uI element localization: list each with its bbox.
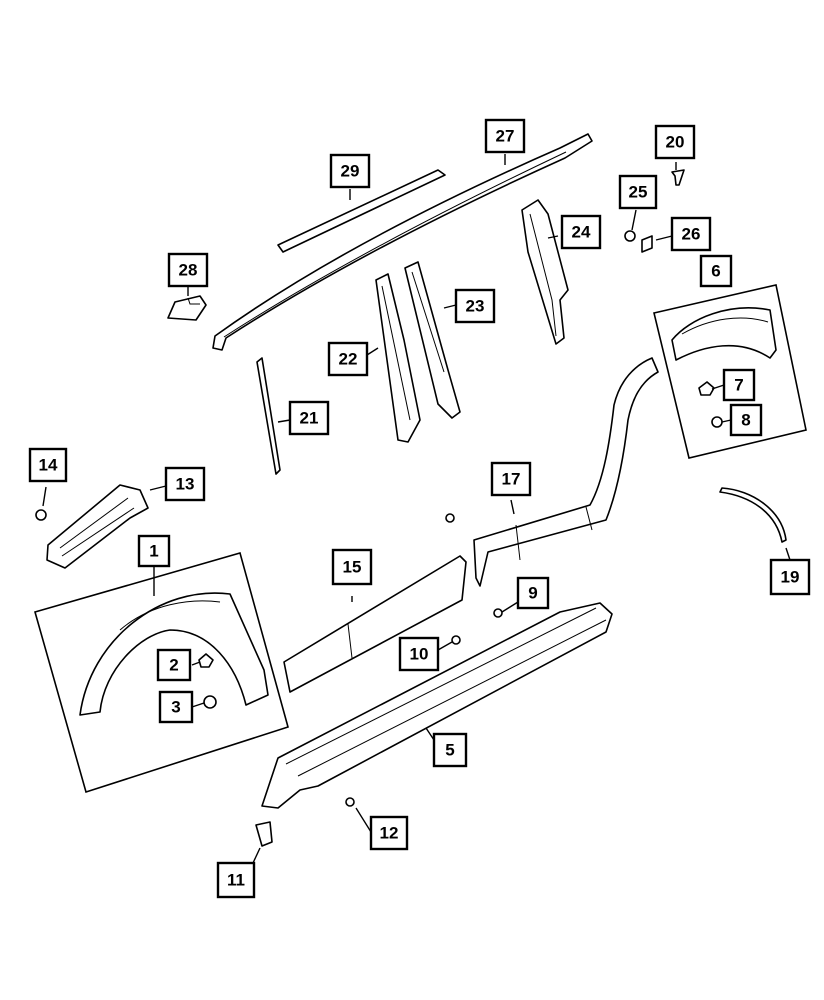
svg-text:12: 12: [380, 824, 399, 843]
callout-22: 22: [327, 341, 369, 377]
windshield-molding: [256, 357, 281, 475]
push-pin-8: [711, 416, 723, 428]
callout-9: 9: [516, 576, 550, 610]
callout-27: 27: [484, 118, 526, 154]
callout-2: 2: [156, 648, 192, 682]
svg-text:26: 26: [682, 225, 701, 244]
callout-25: 25: [618, 174, 658, 210]
callout-15: 15: [331, 548, 373, 586]
svg-text:1: 1: [149, 542, 158, 561]
svg-text:5: 5: [445, 741, 454, 760]
callout-29: 29: [329, 153, 371, 189]
svg-text:6: 6: [711, 262, 720, 281]
callout-8: 8: [729, 403, 763, 437]
callout-6: 6: [699, 254, 733, 288]
nut-7: [698, 381, 715, 396]
svg-text:9: 9: [528, 584, 537, 603]
svg-text:21: 21: [300, 409, 319, 428]
callout-5: 5: [432, 732, 468, 768]
callout-11: 11: [216, 861, 256, 899]
svg-text:7: 7: [734, 376, 743, 395]
roof-rail-end-cap: [167, 295, 207, 321]
callout-10: 10: [398, 636, 440, 672]
callout-23: 23: [454, 288, 496, 324]
leader-lines: [42, 154, 791, 864]
front-bracket: [46, 484, 149, 569]
screw-25: [624, 230, 636, 242]
svg-text:14: 14: [39, 456, 58, 475]
svg-text:24: 24: [572, 223, 591, 242]
callout-7: 7: [722, 368, 756, 402]
svg-text:29: 29: [341, 162, 360, 181]
svg-text:28: 28: [179, 261, 198, 280]
callout-3: 3: [158, 690, 194, 724]
roof-molding-short: [277, 169, 446, 253]
svg-text:17: 17: [502, 470, 521, 489]
rear-quarter-molding: [719, 487, 787, 543]
svg-text:11: 11: [227, 871, 245, 890]
screw-10: [451, 635, 461, 645]
svg-text:10: 10: [410, 645, 429, 664]
rear-wheel-flare: [671, 307, 777, 361]
b-pillar-applique: [404, 261, 461, 419]
callout-1: 1: [137, 534, 171, 568]
front-door-molding: [283, 555, 467, 693]
group-frame-rear-flare: [653, 284, 807, 459]
clip-26: [641, 235, 653, 253]
front-wheel-flare: [79, 592, 269, 716]
svg-text:22: 22: [339, 350, 358, 369]
fastener-20: [671, 169, 685, 186]
nut-2: [198, 653, 214, 668]
roof-rail: [212, 133, 593, 351]
callout-21: 21: [288, 400, 330, 436]
callout-13: 13: [164, 466, 206, 502]
callout-28: 28: [167, 252, 209, 288]
rocker-panel: [261, 602, 613, 809]
rear-door-molding: [473, 357, 659, 587]
clip-3: [203, 695, 217, 709]
callout-17: 17: [490, 461, 532, 497]
svg-text:27: 27: [496, 127, 515, 146]
rear-pillar-applique: [521, 199, 569, 345]
callout-19: 19: [769, 558, 811, 596]
callout-26: 26: [670, 216, 712, 252]
group-frame-front-flare: [34, 552, 289, 794]
clip-9: [493, 608, 503, 618]
callout-12: 12: [369, 815, 409, 851]
svg-text:2: 2: [169, 656, 178, 675]
a-pillar-applique: [375, 273, 421, 443]
callout-24: 24: [560, 214, 602, 250]
bolt-14: [35, 509, 47, 521]
bracket-11: [255, 821, 273, 847]
svg-text:15: 15: [343, 558, 362, 577]
screw-12: [345, 797, 355, 807]
callout-14: 14: [28, 447, 68, 483]
svg-text:13: 13: [176, 475, 195, 494]
svg-text:3: 3: [171, 698, 180, 717]
svg-text:19: 19: [781, 568, 800, 587]
callout-20: 20: [654, 124, 696, 160]
fastener-door: [445, 513, 455, 523]
svg-text:23: 23: [466, 297, 485, 316]
svg-text:20: 20: [666, 133, 685, 152]
svg-text:25: 25: [629, 183, 648, 202]
svg-text:8: 8: [741, 411, 750, 430]
